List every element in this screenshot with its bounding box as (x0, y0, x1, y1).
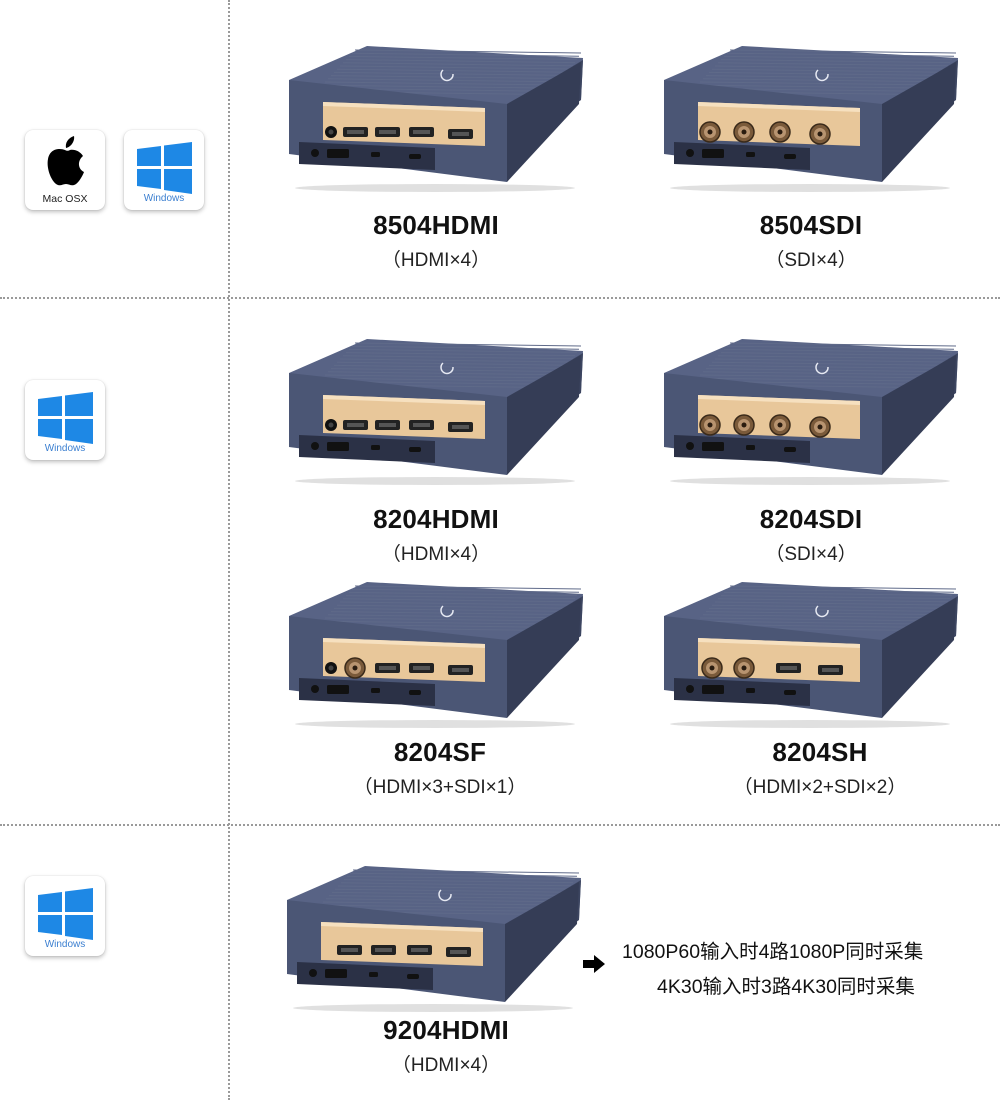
audio-jack-icon (325, 662, 337, 674)
bnc-connector-icon (733, 414, 755, 436)
hdmi-port-icon (446, 947, 471, 957)
product-spec: （SDI×4） (765, 250, 857, 271)
product-model: 9204HDMI (383, 1015, 509, 1045)
product-spec: （SDI×4） (765, 544, 857, 565)
device-image (285, 578, 585, 728)
product-model: 8504HDMI (373, 210, 499, 240)
device-image (285, 335, 585, 485)
hdmi-port-icon (371, 945, 396, 955)
row-divider-2 (0, 824, 1000, 826)
hdmi-port-icon (375, 663, 400, 673)
vertical-divider (228, 0, 230, 1100)
product-model: 8204SH (772, 737, 868, 767)
bnc-connector-icon (809, 123, 831, 145)
windows-badge: Windows (124, 130, 204, 210)
bnc-connector-icon (733, 121, 755, 143)
product-spec: （HDMI×4） (391, 1055, 501, 1076)
bnc-connector-icon (344, 657, 366, 679)
arrow-right-icon (583, 955, 605, 973)
os-caption: Windows (44, 443, 86, 454)
capture-note: 4K30输入时3路4K30同时采集 (657, 976, 915, 998)
windows-badge: Windows (25, 380, 105, 460)
hdmi-port-icon (407, 945, 432, 955)
hdmi-port-icon (818, 665, 843, 675)
bnc-connector-icon (733, 657, 755, 679)
product-spec: （HDMI×3+SDI×1） (353, 777, 527, 798)
os-caption: Mac OSX (42, 193, 88, 205)
device-image (283, 862, 583, 1012)
apple-icon (47, 136, 84, 186)
bnc-connector-icon (769, 414, 791, 436)
bnc-connector-icon (699, 121, 721, 143)
hdmi-port-icon (343, 420, 368, 430)
product-model: 8204SF (393, 737, 487, 767)
hdmi-port-icon (343, 127, 368, 137)
audio-jack-icon (325, 419, 337, 431)
os-caption: Windows (44, 939, 86, 950)
bnc-connector-icon (701, 657, 723, 679)
hdmi-port-icon (375, 420, 400, 430)
bnc-connector-icon (809, 416, 831, 438)
hdmi-port-icon (409, 420, 434, 430)
hdmi-port-icon (375, 127, 400, 137)
product-model: 8204HDMI (373, 504, 499, 534)
product-model: 8504SDI (759, 210, 863, 240)
hdmi-port-icon (776, 663, 801, 673)
capture-note: 1080P60输入时4路1080P同时采集 (622, 941, 924, 963)
hdmi-port-icon (409, 127, 434, 137)
hdmi-port-icon (409, 663, 434, 673)
hdmi-port-icon (448, 129, 473, 139)
mac-osx-badge: Mac OSX (25, 130, 105, 210)
device-image (285, 42, 585, 192)
device-image (660, 335, 960, 485)
audio-jack-icon (325, 126, 337, 138)
device-image (660, 42, 960, 192)
windows-icon (137, 142, 192, 194)
row-divider-1 (0, 297, 1000, 299)
os-caption: Windows (143, 193, 185, 204)
windows-badge: Windows (25, 876, 105, 956)
windows-icon (38, 392, 93, 444)
product-spec: （HDMI×4） (381, 544, 491, 565)
hdmi-port-icon (448, 665, 473, 675)
device-image (660, 578, 960, 728)
windows-icon (38, 888, 93, 940)
bnc-connector-icon (699, 414, 721, 436)
hdmi-port-icon (448, 422, 473, 432)
product-spec: （HDMI×4） (381, 250, 491, 271)
bnc-connector-icon (769, 121, 791, 143)
product-spec: （HDMI×2+SDI×2） (733, 777, 907, 798)
product-model: 8204SDI (759, 504, 863, 534)
hdmi-port-icon (337, 945, 362, 955)
